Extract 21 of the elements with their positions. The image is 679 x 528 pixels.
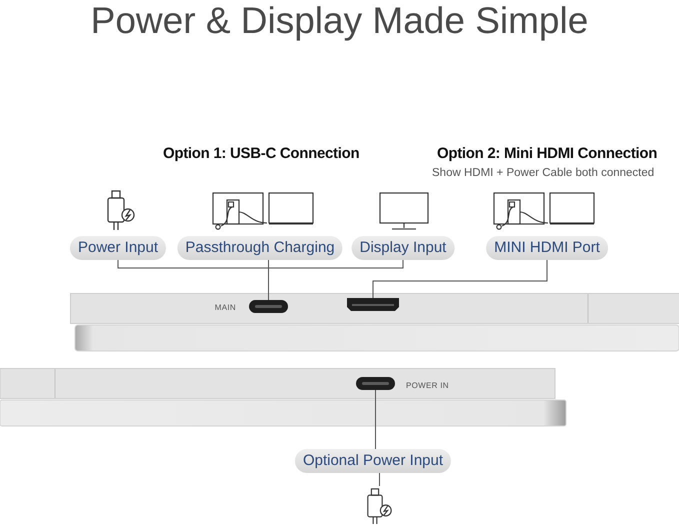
usb-c-port	[356, 377, 395, 390]
callout-label: Display Input	[352, 236, 454, 260]
leader-line	[268, 260, 404, 268]
leader-line	[268, 260, 269, 300]
section-heading: Option 2: Mini HDMI Connection	[437, 145, 658, 162]
subheading-note: Show HDMI + Power Cable both connected	[432, 167, 654, 179]
hdmi-port	[347, 298, 399, 311]
callout-label: Power Input	[70, 236, 166, 260]
callout-label: MINI HDMI Port	[486, 236, 608, 260]
leader-line	[118, 260, 269, 268]
leader-line	[372, 260, 548, 298]
section-heading: Option 1: USB-C Connection	[163, 145, 360, 162]
port-label: MAIN	[214, 303, 236, 312]
leader-line	[375, 390, 376, 450]
title: Power & Display Made Simple	[90, 0, 590, 42]
port-label: POWER IN	[406, 381, 449, 390]
usb-c-port	[249, 300, 288, 313]
charging-cable-icon	[366, 486, 393, 526]
callout-label: Passthrough Charging	[177, 236, 343, 260]
leader-line	[379, 472, 380, 486]
callout-label: Optional Power Input	[294, 449, 452, 473]
